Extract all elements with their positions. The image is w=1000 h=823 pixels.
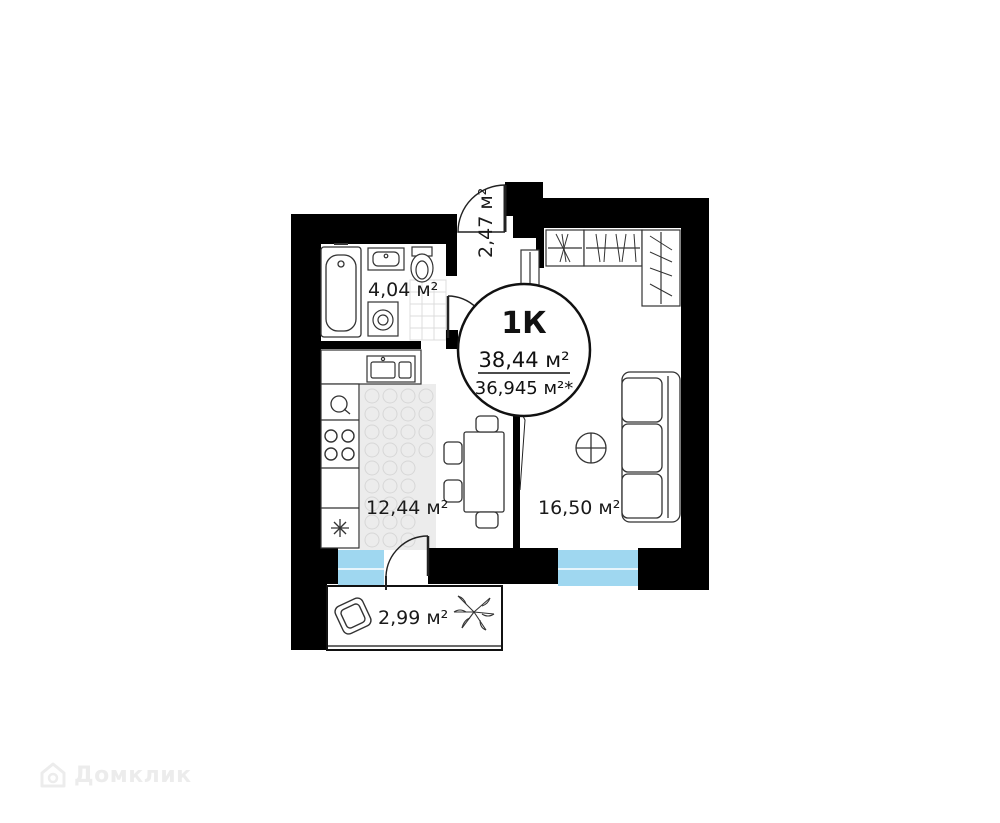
watermark-text: Домклик (74, 762, 192, 788)
wardrobe (520, 229, 681, 307)
plant-icon (453, 595, 495, 631)
entrance-door (457, 184, 506, 233)
bathtub (320, 243, 362, 338)
watermark: Домклик (40, 762, 192, 788)
balcony (326, 585, 503, 651)
sink-bathroom (367, 247, 405, 271)
kitchen-tile-pattern (364, 388, 434, 548)
washing-machine (367, 301, 399, 337)
kitchen-window (338, 550, 384, 586)
toilet (410, 246, 434, 283)
area-badge (456, 282, 592, 418)
kitchen-tile-floor (360, 384, 436, 550)
fridge-icon (331, 519, 349, 537)
walls (291, 182, 709, 650)
kitchen-area-label: 12,44 м² (366, 497, 448, 519)
kitchen-sink (366, 355, 416, 383)
living-room-area-label: 16,50 м² (538, 497, 620, 519)
windows (338, 550, 638, 586)
sofa (621, 371, 681, 523)
apartment-type: 1К (501, 306, 547, 341)
domclick-logo-icon (40, 762, 66, 788)
bathroom-area-label: 4,04 м² (368, 279, 438, 301)
living-area: 36,945 м²* (475, 378, 574, 399)
wardrobe-hangers (555, 233, 673, 297)
total-area: 38,44 м² (478, 348, 569, 372)
dining-table (443, 415, 505, 529)
living-room-window (558, 550, 638, 586)
round-table (575, 432, 607, 464)
balcony-area-label: 2,99 м² (378, 607, 448, 629)
armchair (334, 597, 372, 635)
cooktop (324, 429, 355, 461)
hall-area-label: 2,47 м² (475, 188, 497, 258)
oven-icon (330, 395, 351, 415)
balcony-door (385, 535, 429, 577)
